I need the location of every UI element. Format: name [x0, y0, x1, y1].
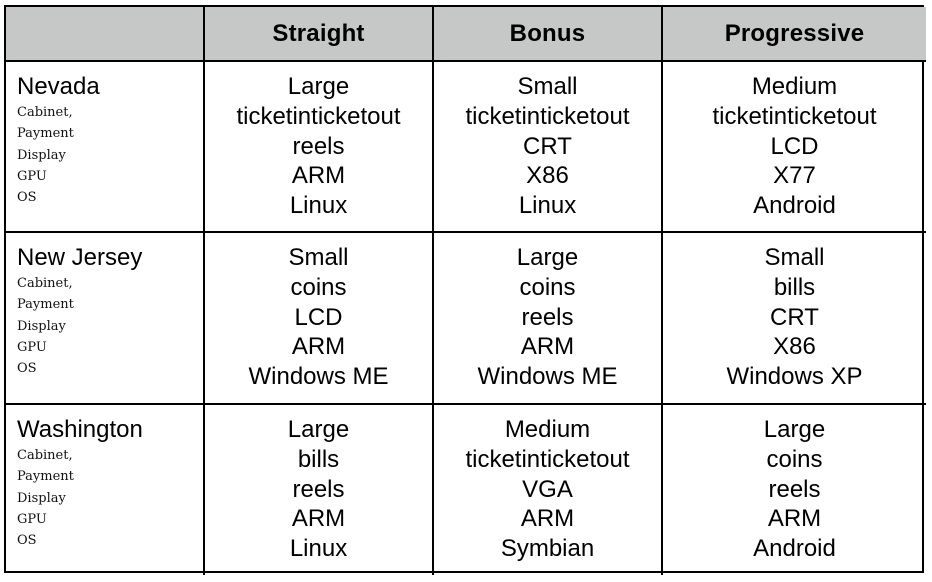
- table-cell: Medium ticketinticketout VGA ARM Symbian: [434, 405, 663, 575]
- cell-value: ticketinticketout: [465, 102, 630, 130]
- attribute-label: OS: [17, 361, 37, 377]
- cell-value: coins: [290, 273, 347, 301]
- table-cell: Large coins reels ARM Android: [663, 405, 926, 575]
- state-name: Nevada: [17, 73, 100, 100]
- column-header-label: Bonus: [509, 19, 586, 47]
- attribute-label: Display: [17, 490, 66, 506]
- cell-value: bills: [773, 273, 816, 301]
- cell-value: ticketinticketout: [712, 102, 877, 130]
- cell-value: Small: [288, 244, 349, 271]
- attribute-label: Payment: [17, 297, 74, 313]
- cell-value: Android: [753, 192, 836, 220]
- cell-value: X86: [773, 333, 816, 361]
- table-cell: Small ticketinticketout CRT X86 Linux: [434, 62, 663, 233]
- corner-header-cell: [6, 7, 205, 62]
- column-header-straight: Straight: [205, 7, 434, 62]
- cell-value: reels: [768, 475, 821, 503]
- cell-value: VGA: [522, 475, 573, 503]
- cell-value: Small: [517, 73, 578, 100]
- cell-value: Linux: [289, 192, 348, 220]
- cell-value: ARM: [767, 505, 822, 533]
- cell-value: Large: [287, 416, 350, 443]
- cell-value: ARM: [291, 333, 346, 361]
- cell-value: bills: [297, 445, 340, 473]
- table-cell: Large coins reels ARM Windows ME: [434, 233, 663, 405]
- table-cell: Medium ticketinticketout LCD X77 Android: [663, 62, 926, 233]
- column-header-progressive: Progressive: [663, 7, 926, 62]
- row-header-washington: Washington Cabinet, Payment Display GPU …: [6, 405, 205, 575]
- cell-value: ARM: [520, 333, 575, 361]
- state-name: Washington: [17, 416, 143, 443]
- cell-value: Medium: [751, 73, 838, 100]
- cell-value: CRT: [770, 303, 819, 331]
- column-header-label: Straight: [272, 19, 365, 47]
- table-cell: Large ticketinticketout reels ARM Linux: [205, 62, 434, 233]
- column-header-bonus: Bonus: [434, 7, 663, 62]
- attribute-label: Cabinet,: [17, 276, 73, 291]
- cell-value: reels: [292, 475, 345, 503]
- attribute-label: GPU: [17, 339, 47, 355]
- table-cell: Small coins LCD ARM Windows ME: [205, 233, 434, 405]
- attribute-label: Display: [17, 147, 66, 163]
- cell-value: coins: [766, 445, 823, 473]
- cell-value: LCD: [294, 303, 343, 331]
- attribute-label: Payment: [17, 126, 74, 142]
- cell-value: Windows XP: [726, 363, 863, 391]
- cell-value: ticketinticketout: [236, 102, 401, 130]
- table-cell: Large bills reels ARM Linux: [205, 405, 434, 575]
- attribute-label: OS: [17, 533, 37, 549]
- cell-value: Medium: [504, 416, 591, 443]
- attribute-label: Cabinet,: [17, 448, 73, 463]
- cell-value: LCD: [770, 132, 819, 160]
- cell-value: Large: [287, 73, 350, 100]
- attribute-label: Cabinet,: [17, 105, 73, 120]
- cell-value: reels: [521, 303, 574, 331]
- state-name: New Jersey: [17, 244, 143, 271]
- cell-value: ARM: [291, 162, 346, 190]
- attribute-label: Display: [17, 318, 66, 334]
- cell-value: X77: [773, 162, 816, 190]
- cell-value: CRT: [523, 132, 572, 160]
- attribute-label: GPU: [17, 168, 47, 184]
- cell-value: Symbian: [500, 535, 595, 563]
- cell-value: Windows ME: [477, 363, 618, 391]
- column-header-label: Progressive: [724, 19, 865, 47]
- cell-value: ARM: [291, 505, 346, 533]
- table-cell: Small bills CRT X86 Windows XP: [663, 233, 926, 405]
- cell-value: ticketinticketout: [465, 445, 630, 473]
- attribute-label: Payment: [17, 469, 74, 485]
- cell-value: ARM: [520, 505, 575, 533]
- cell-value: Small: [764, 244, 825, 271]
- attribute-label: OS: [17, 190, 37, 206]
- cell-value: Linux: [289, 535, 348, 563]
- row-header-new-jersey: New Jersey Cabinet, Payment Display GPU …: [6, 233, 205, 405]
- row-header-nevada: Nevada Cabinet, Payment Display GPU OS: [6, 62, 205, 233]
- cell-value: coins: [519, 273, 576, 301]
- cell-value: Large: [516, 244, 579, 271]
- cell-value: Large: [763, 416, 826, 443]
- cell-value: Linux: [518, 192, 577, 220]
- cell-value: Windows ME: [248, 363, 389, 391]
- cell-value: Android: [753, 535, 836, 563]
- cell-value: reels: [292, 132, 345, 160]
- attribute-label: GPU: [17, 511, 47, 527]
- machine-config-table: Straight Bonus Progressive Nevada Cabine…: [4, 5, 926, 575]
- cell-value: X86: [526, 162, 569, 190]
